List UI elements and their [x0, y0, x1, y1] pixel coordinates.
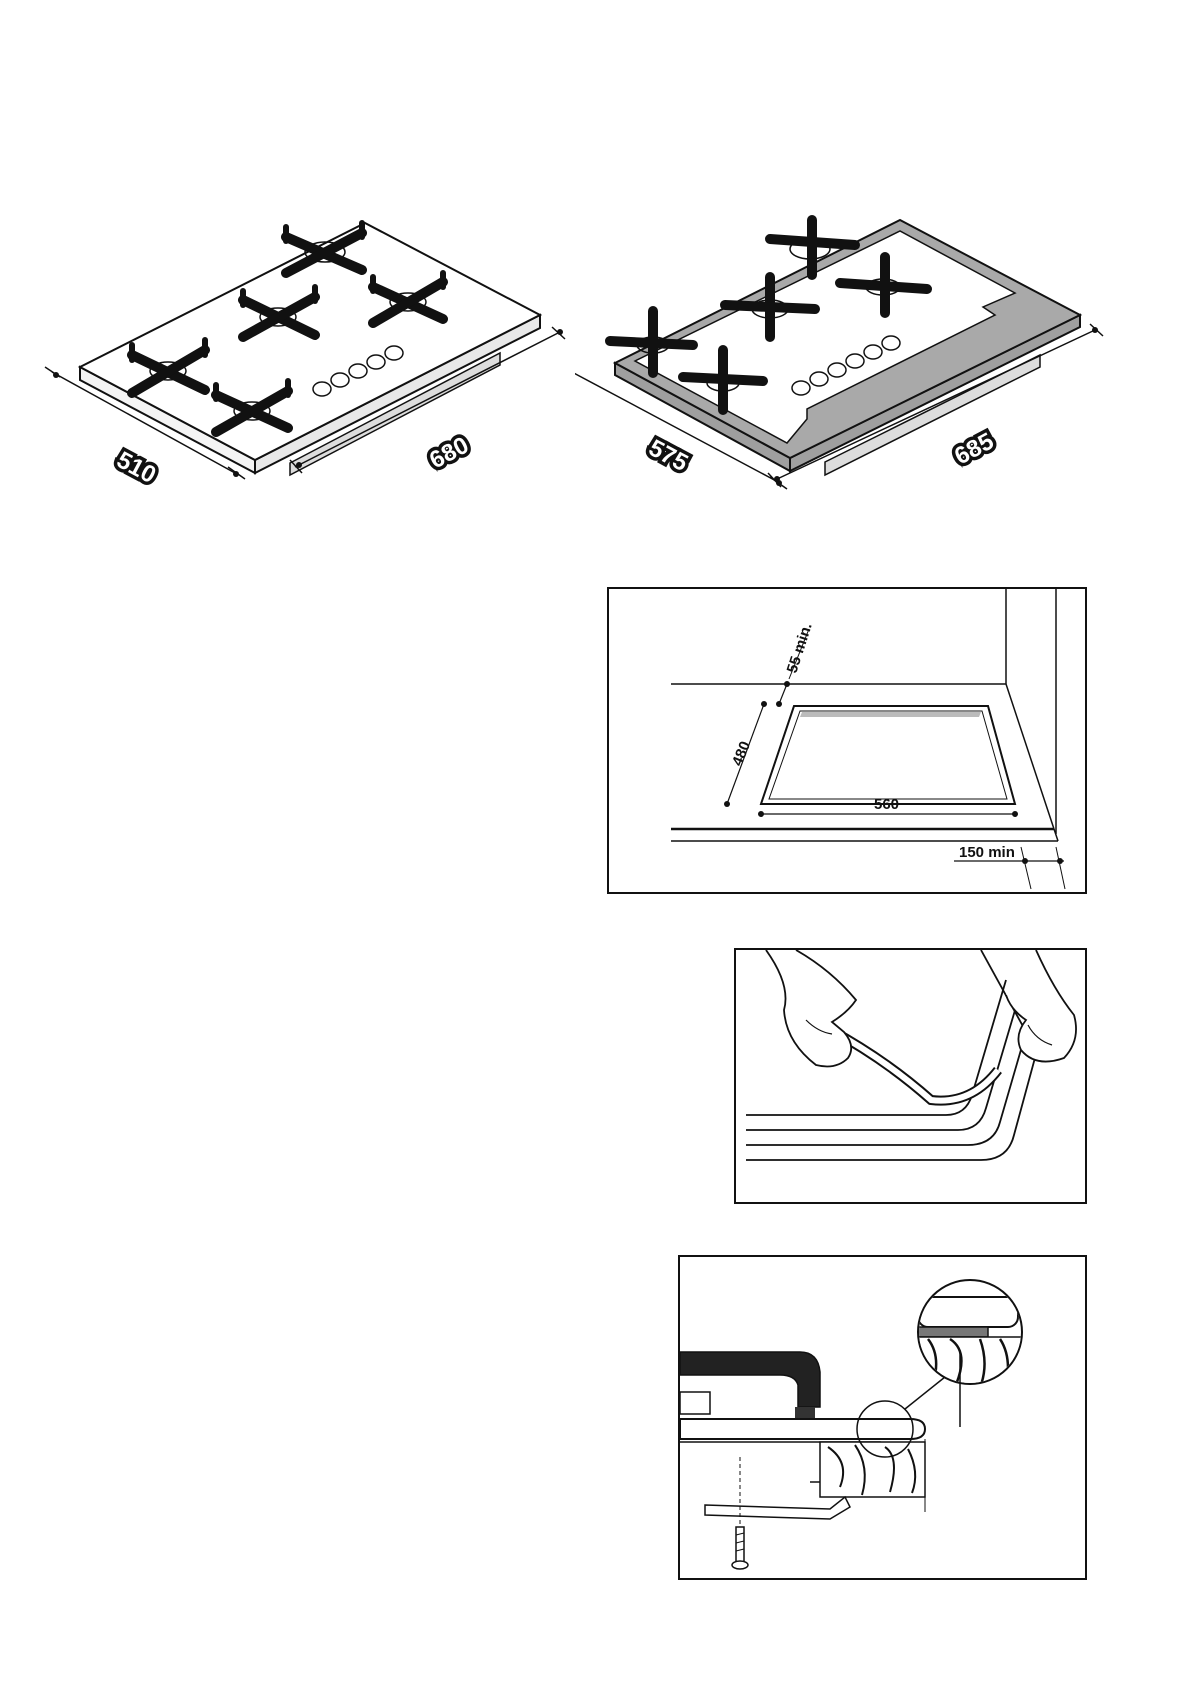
hob-right-figure: 575 685: [575, 215, 1115, 535]
seal-fitting-drawing: [736, 950, 1085, 1202]
cutout-depth-label: 480: [729, 739, 754, 769]
side-clearance-label: 150 min: [959, 844, 1015, 861]
rear-clearance-label: 55 min.: [784, 621, 816, 675]
cutout-width-label: 560: [874, 796, 899, 813]
depth-label: 575: [644, 434, 692, 477]
fixing-bracket-drawing: [680, 1257, 1085, 1578]
width-label: 685: [950, 428, 998, 471]
hob-left-drawing: 510 680: [40, 215, 580, 535]
hob-left-figure: 510 680: [40, 215, 580, 535]
hob-right-drawing: 575 685: [575, 215, 1115, 535]
cutout-diagram: 480 55 min. 560 150 min: [609, 589, 1085, 892]
width-label: 680: [425, 432, 473, 475]
cutout-diagram-panel: 480 55 min. 560 150 min: [607, 587, 1087, 894]
seal-fitting-panel: [734, 948, 1087, 1204]
depth-label: 510: [112, 446, 160, 489]
fixing-bracket-panel: [678, 1255, 1087, 1580]
